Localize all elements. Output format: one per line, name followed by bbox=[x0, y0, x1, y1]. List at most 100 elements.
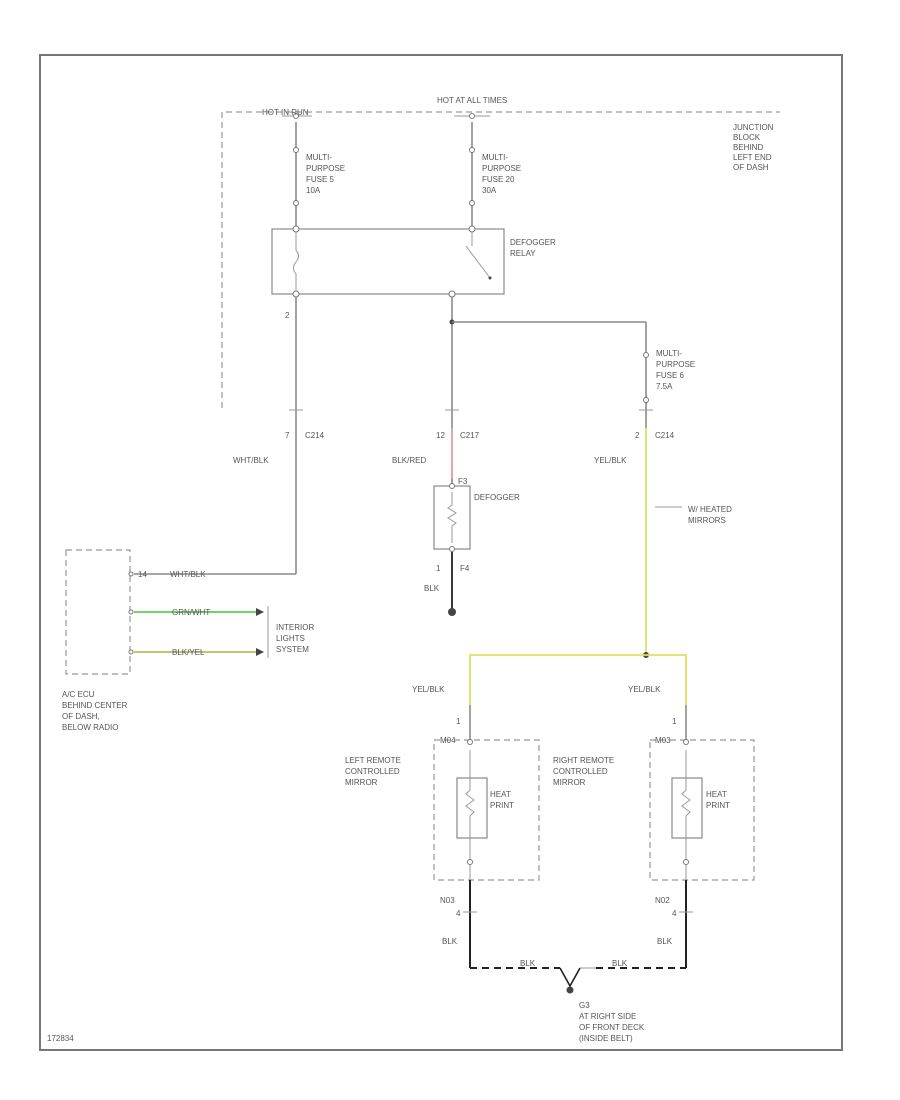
text-line: HEAT bbox=[706, 790, 727, 799]
label-c217-conn: C217 bbox=[460, 431, 480, 440]
relay-contact bbox=[488, 276, 492, 280]
left-heat-element-icon bbox=[465, 750, 475, 880]
ground-g3-icon bbox=[566, 986, 574, 994]
label-blk-left: BLK bbox=[442, 937, 458, 946]
text-line: LEFT END bbox=[733, 153, 772, 162]
right-heat-element-icon bbox=[681, 750, 691, 880]
text-line: PURPOSE bbox=[306, 164, 345, 173]
text-line: 30A bbox=[482, 186, 497, 195]
text-line: HEAT bbox=[490, 790, 511, 799]
ecu-pin-14 bbox=[128, 571, 134, 577]
fuse20-pin-top bbox=[469, 147, 475, 153]
label-c214-left-conn: C214 bbox=[305, 431, 325, 440]
label-relay-pin: 2 bbox=[285, 311, 290, 320]
text-line: MULTI- bbox=[482, 153, 508, 162]
fuse5-pin-bottom bbox=[293, 200, 299, 206]
label-blk-right: BLK bbox=[657, 937, 673, 946]
ecu-pin-blk bbox=[128, 649, 134, 655]
label-f4-pin: 1 bbox=[436, 564, 441, 573]
text-line: PURPOSE bbox=[482, 164, 521, 173]
label-blk-defog: BLK bbox=[424, 584, 440, 593]
text-line: CONTROLLED bbox=[553, 767, 608, 776]
label-defogger-term: F3 bbox=[458, 477, 468, 486]
text-line: LIGHTS bbox=[276, 634, 305, 643]
defogger-relay-box bbox=[271, 228, 505, 295]
text-line: SYSTEM bbox=[276, 645, 309, 654]
ecu-pin-grn bbox=[128, 609, 134, 615]
text-line: OF DASH, bbox=[62, 712, 100, 721]
label-yel-blk-right-mirror: YEL/BLK bbox=[628, 685, 661, 694]
right-heat-print-box bbox=[671, 777, 703, 839]
label-c214-right-pin: 2 bbox=[635, 431, 640, 440]
text-line: RELAY bbox=[510, 249, 536, 258]
yel-blk-mirror-branch bbox=[469, 654, 687, 705]
label-pin-left-top: 1 bbox=[456, 717, 461, 726]
text-line: BLOCK bbox=[733, 133, 761, 142]
fuse5-pin-top bbox=[293, 147, 299, 153]
fuse6-pin-top bbox=[643, 352, 649, 358]
text-line: MIRROR bbox=[553, 778, 586, 787]
relay-pin-5 bbox=[448, 290, 456, 298]
text-line: CONTROLLED bbox=[345, 767, 400, 776]
label-m04: M04 bbox=[440, 736, 456, 745]
label-hot-in-run: HOT IN RUN bbox=[262, 108, 309, 117]
text-line: (INSIDE BELT) bbox=[579, 1034, 633, 1043]
label-blk-red: BLK/RED bbox=[392, 456, 426, 465]
fuse6-pin-bottom bbox=[643, 397, 649, 403]
text-line: FUSE 6 bbox=[656, 371, 685, 380]
label-m03: M03 bbox=[655, 736, 671, 745]
text-line: PRINT bbox=[706, 801, 730, 810]
relay-switch-icon bbox=[465, 245, 491, 279]
text-line: OF DASH bbox=[733, 163, 769, 172]
text-line: OF FRONT DECK bbox=[579, 1023, 645, 1032]
right-mirror-box bbox=[649, 739, 755, 881]
label-interior-lights: INTERIOR LIGHTS SYSTEM bbox=[276, 623, 314, 654]
label-ecu-pin-top: 14 bbox=[138, 570, 147, 579]
left-mirror-pin-top bbox=[467, 739, 473, 745]
label-hot-at-all-times: HOT AT ALL TIMES bbox=[437, 96, 507, 105]
defogger-pin-bottom bbox=[449, 546, 455, 552]
label-figure-id: 172834 bbox=[47, 1034, 74, 1043]
text-line: MULTI- bbox=[306, 153, 332, 162]
text-line: INTERIOR bbox=[276, 623, 314, 632]
text-line: 10A bbox=[306, 186, 321, 195]
label-blk-gnd-left: BLK bbox=[520, 959, 536, 968]
right-mirror-pin-bottom bbox=[683, 859, 689, 865]
ac-ecu-box bbox=[65, 549, 131, 675]
text-line: A/C ECU bbox=[62, 690, 95, 699]
label-c214-left-pin: 7 bbox=[285, 431, 290, 440]
label-grn-wht: GRN/WHT bbox=[172, 608, 210, 617]
label-fuse20: MULTI- PURPOSE FUSE 20 30A bbox=[482, 153, 521, 195]
relay-coil-icon bbox=[293, 232, 299, 292]
text-line: MIRRORS bbox=[688, 516, 726, 525]
label-defogger: DEFOGGER bbox=[474, 493, 520, 502]
text-line: 7.5A bbox=[656, 382, 673, 391]
diagram-border bbox=[39, 54, 843, 1051]
label-yel-blk-right: YEL/BLK bbox=[594, 456, 627, 465]
label-c217-pin: 12 bbox=[436, 431, 445, 440]
text-line: FUSE 20 bbox=[482, 175, 515, 184]
label-f4: F4 bbox=[460, 564, 470, 573]
text-line: RIGHT REMOTE bbox=[553, 756, 614, 765]
label-heat-print-right: HEAT PRINT bbox=[706, 790, 730, 810]
hot-in-run-terminal bbox=[293, 113, 299, 119]
junction-block-outline bbox=[221, 111, 780, 408]
label-pin-right-top: 1 bbox=[672, 717, 677, 726]
label-n03: N03 bbox=[440, 896, 455, 905]
fuse20-pin-bottom bbox=[469, 200, 475, 206]
ground-v-icon bbox=[559, 967, 581, 988]
text-line: MULTI- bbox=[656, 349, 682, 358]
relay-pin-1 bbox=[292, 225, 300, 233]
left-mirror-box bbox=[433, 739, 540, 881]
text-line: MIRROR bbox=[345, 778, 378, 787]
left-heat-print-box bbox=[456, 777, 488, 839]
label-n-pin-right: 4 bbox=[672, 909, 677, 918]
defogger-pin-top bbox=[449, 483, 455, 489]
